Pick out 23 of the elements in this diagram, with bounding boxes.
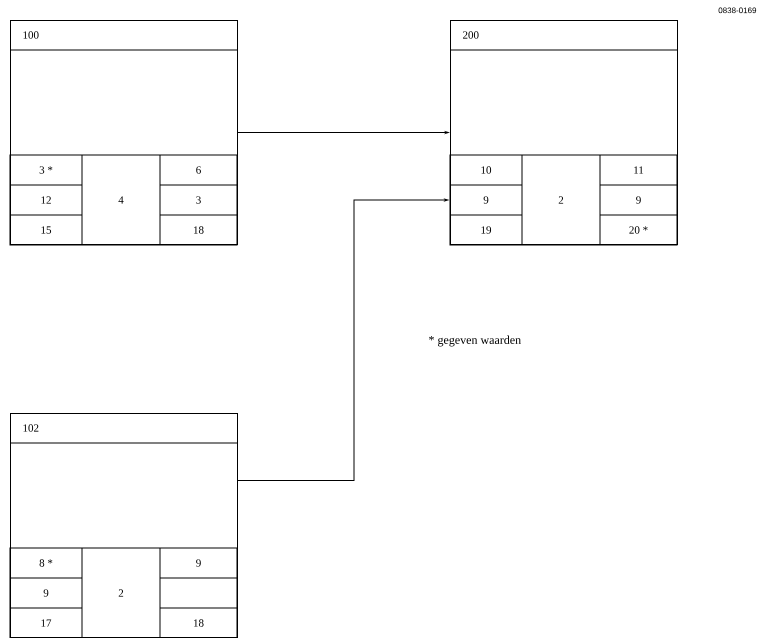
table-cell: 2 [82, 548, 160, 638]
table-cell: 9 [450, 184, 522, 216]
table-cell: 8 * [10, 548, 82, 578]
table-cell: 15 [10, 214, 82, 246]
empty-cell [160, 578, 238, 608]
table-cell: 10 [450, 154, 522, 186]
table-cell: 9 [10, 578, 82, 608]
table-cell: 18 [160, 214, 238, 246]
figure-code: 0838-0169 [718, 8, 756, 14]
table-cell: 20 * [600, 214, 678, 246]
table-cell: 19 [450, 214, 522, 246]
table-cell: 9 [160, 548, 238, 578]
table-cell: 9 [600, 184, 678, 216]
table-cell: 6 [160, 154, 238, 186]
footnote: * gegeven waarden [429, 336, 521, 346]
table-cell: 4 [82, 154, 160, 246]
table-cell: 12 [10, 184, 82, 216]
table-cell: 2 [522, 154, 600, 246]
table-cell: 17 [10, 608, 82, 638]
table-cell: 11 [600, 154, 678, 186]
table-cell: 3 [160, 184, 238, 216]
table-cell: 18 [160, 608, 238, 638]
table-cell: 3 * [10, 154, 82, 186]
